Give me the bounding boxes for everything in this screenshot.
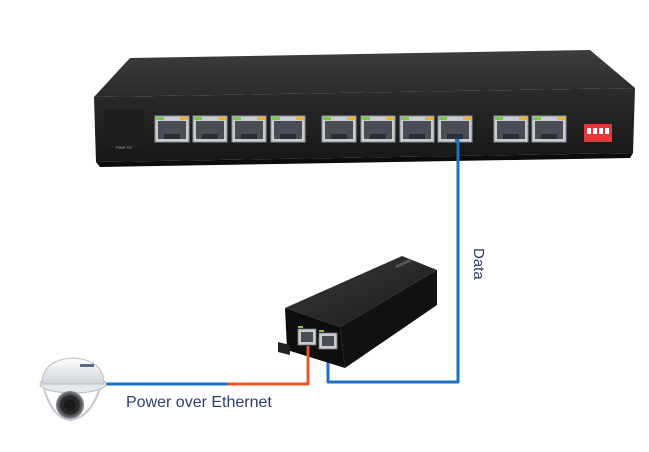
switch-port-connected[interactable] xyxy=(437,115,473,143)
data-label: Data xyxy=(470,248,487,280)
switch-port[interactable] xyxy=(321,115,357,143)
switch-left-strip xyxy=(104,110,144,148)
switch-top-panel xyxy=(94,50,635,97)
injector-side xyxy=(340,270,437,368)
switch-port[interactable] xyxy=(399,115,435,143)
svg-text:PWR PS: PWR PS xyxy=(116,145,132,150)
switch-port[interactable] xyxy=(270,115,306,143)
switch-port[interactable] xyxy=(192,115,228,143)
poe-label: Power over Ethernet xyxy=(126,394,272,411)
dome-camera xyxy=(39,357,107,422)
dip-switch[interactable] xyxy=(584,124,612,142)
data-cable xyxy=(326,138,460,384)
injector-poe-port[interactable] xyxy=(297,326,317,346)
switch-uplink-port[interactable] xyxy=(531,115,567,143)
injector-data-port[interactable] xyxy=(318,330,338,350)
poe-injector xyxy=(278,256,437,368)
switch-port[interactable] xyxy=(360,115,396,143)
switch-uplink-port[interactable] xyxy=(493,115,529,143)
poe-switch: PWR PS xyxy=(94,50,635,167)
switch-port[interactable] xyxy=(154,115,190,143)
switch-port[interactable] xyxy=(231,115,267,143)
poe-cable-orange xyxy=(228,346,310,386)
injector-top xyxy=(285,256,437,327)
